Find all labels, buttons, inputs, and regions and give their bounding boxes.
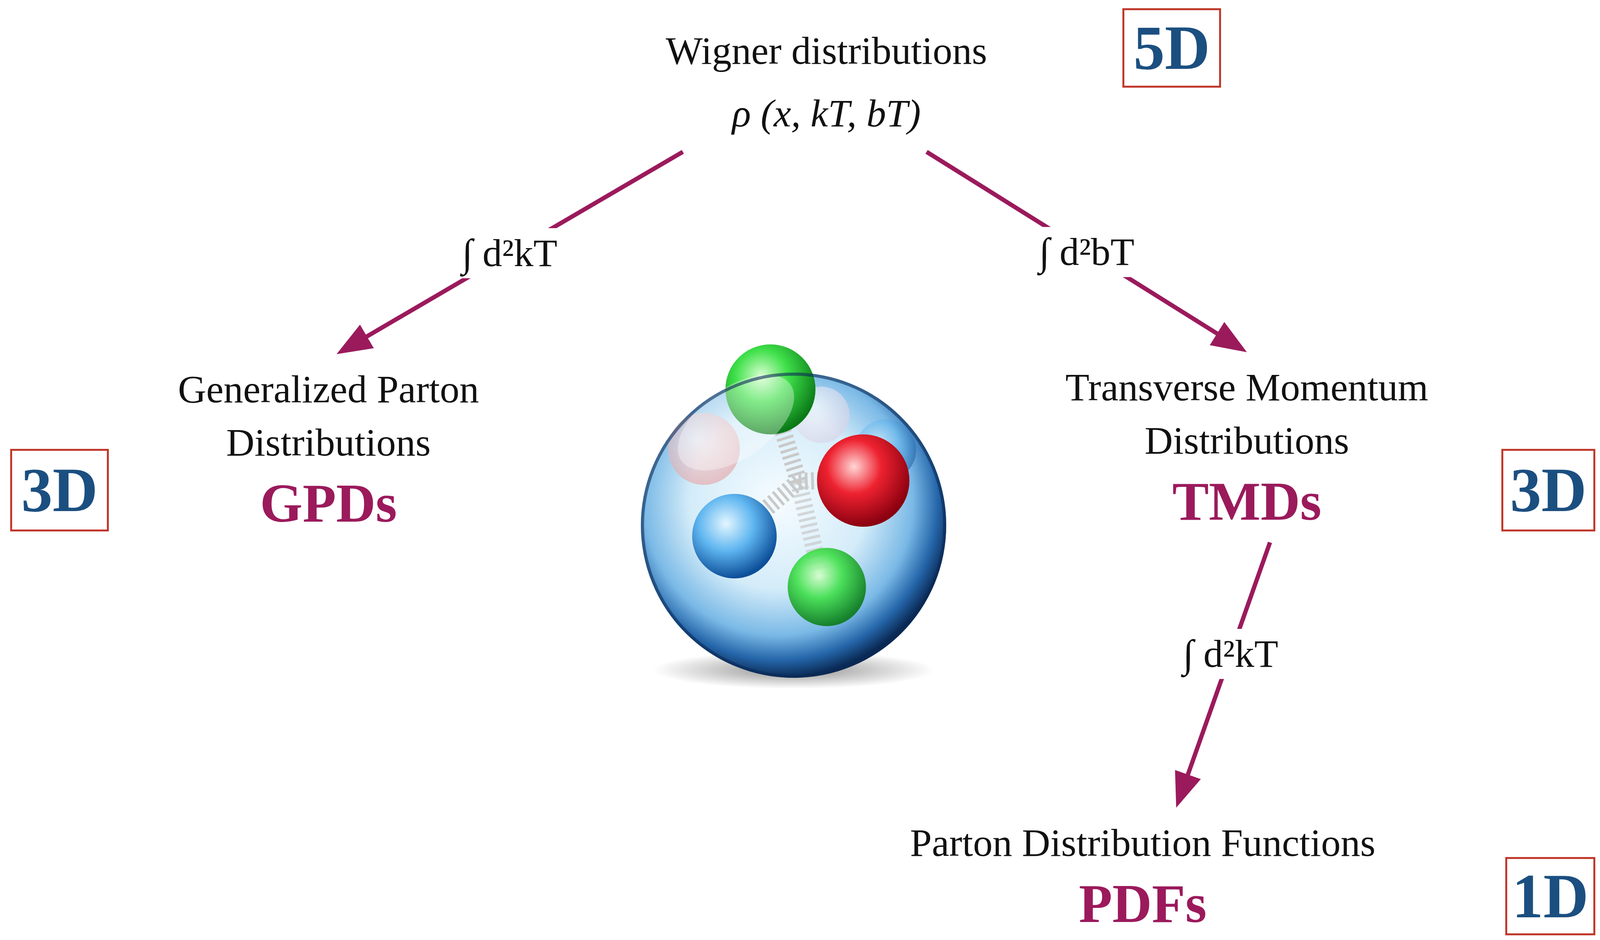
red-quark (817, 434, 910, 527)
green-quark (787, 548, 866, 627)
node-title: 5D (1133, 16, 1211, 80)
node-title: 3D (1509, 458, 1587, 522)
gpd-node: Generalized Parton DistributionsGPDs (126, 358, 531, 538)
integral-label: ∫ d²bT (1032, 227, 1141, 278)
pdf-node: Parton Distribution FunctionsPDFs (903, 812, 1382, 938)
node-title: Parton Distribution Functions (910, 816, 1376, 870)
node-title: 3D (21, 458, 98, 522)
node-title: Wigner distributions (665, 23, 988, 79)
tmd-node: Transverse Momentum DistributionsTMDs (1015, 357, 1478, 536)
node-subtitle: PDFs (910, 873, 1376, 935)
dimension-box: 3D (10, 449, 109, 532)
integration-arrow (360, 151, 683, 341)
node-subtitle: ρ (x, kT, bT) (665, 86, 988, 141)
node-title: Transverse Momentum Distributions (1022, 360, 1472, 468)
integral-label: ∫ d²kT (1176, 629, 1285, 680)
wigner-node: Wigner distributions ρ (x, kT, bT) (659, 19, 994, 145)
integral-label: ∫ d²kT (455, 228, 564, 279)
node-title: Generalized Parton Distributions (133, 362, 524, 470)
dimension-box: 1D (1505, 857, 1596, 936)
dimension-box: 3D (1501, 449, 1596, 532)
blue-quark (692, 494, 777, 579)
node-subtitle: GPDs (133, 473, 524, 534)
dimension-box: 5D (1122, 8, 1222, 88)
integration-arrow (926, 151, 1224, 338)
sphere-rim (642, 374, 945, 677)
node-subtitle: TMDs (1022, 471, 1472, 532)
node-title: 1D (1511, 865, 1589, 928)
